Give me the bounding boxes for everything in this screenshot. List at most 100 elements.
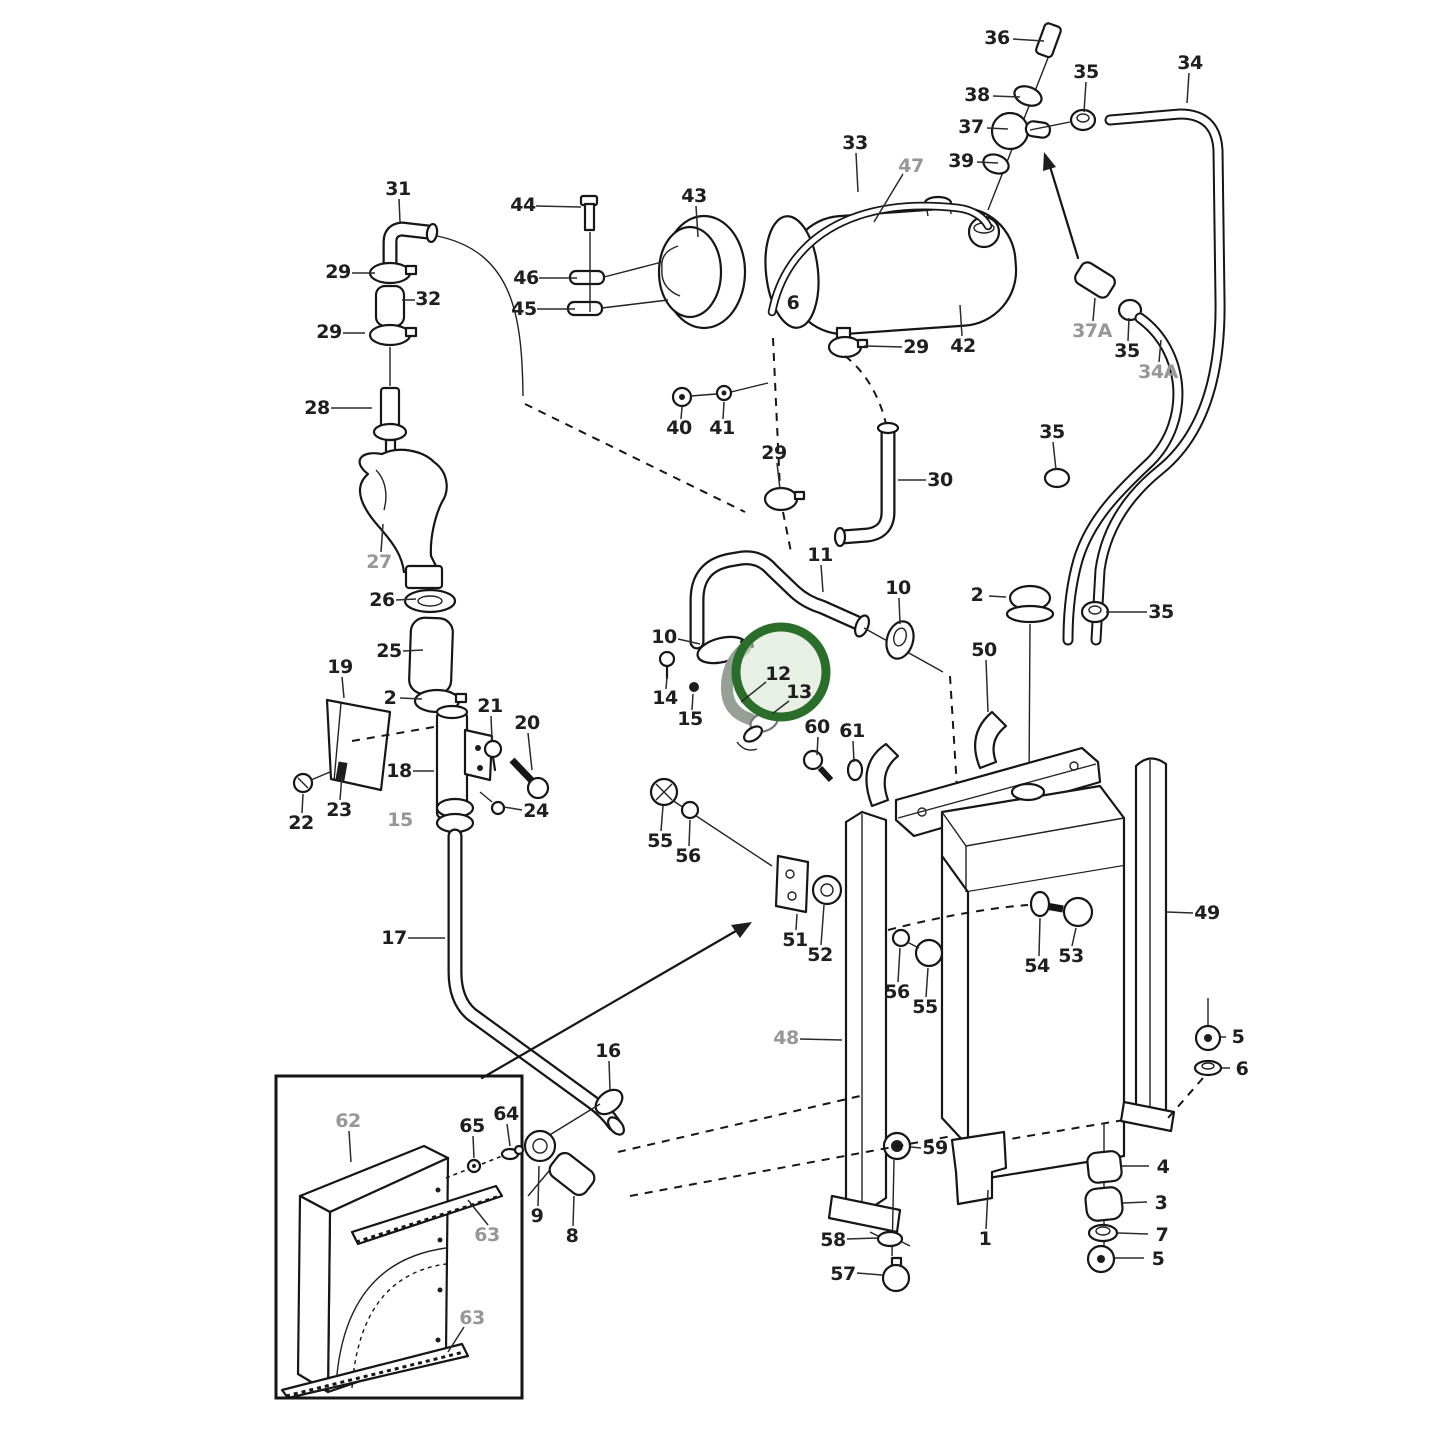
part-label-44[interactable]: 44 [510,194,536,216]
part-label-8[interactable]: 8 [565,1225,579,1247]
leader-line-65 [472,1135,475,1159]
part-label-5[interactable]: 5 [1231,1026,1245,1048]
part-label-64[interactable]: 64 [493,1103,519,1125]
part-label-55[interactable]: 55 [912,996,938,1018]
part-label-13[interactable]: 13 [786,681,812,703]
part-label-22[interactable]: 22 [288,812,314,834]
screw-22 [292,771,331,794]
part-label-41[interactable]: 41 [709,417,735,439]
leader-line-14 [665,675,668,690]
bracket-51 [774,854,810,914]
part-label-56[interactable]: 56 [884,981,910,1003]
part-label-29[interactable]: 29 [761,442,787,464]
part-label-42[interactable]: 42 [950,335,976,357]
part-label-57[interactable]: 57 [830,1263,856,1285]
part-label-35[interactable]: 35 [1114,340,1140,362]
part-label-50[interactable]: 50 [971,639,997,661]
part-label-30[interactable]: 30 [927,469,953,491]
part-label-28[interactable]: 28 [304,397,330,419]
part-label-60[interactable]: 60 [804,716,830,738]
part-label-15[interactable]: 15 [387,809,413,831]
part-label-40[interactable]: 40 [666,417,692,439]
part-label-16[interactable]: 16 [595,1040,621,1062]
leader-line-34A [1158,339,1162,363]
part-label-34[interactable]: 34 [1177,52,1203,74]
part-label-49[interactable]: 49 [1194,902,1220,924]
part-label-9[interactable]: 9 [530,1205,544,1227]
part-label-10[interactable]: 10 [651,626,677,648]
part-label-32[interactable]: 32 [415,288,441,310]
part-label-35[interactable]: 35 [1148,601,1174,623]
part-label-18[interactable]: 18 [386,760,412,782]
part-label-62[interactable]: 62 [335,1110,361,1132]
part-label-52[interactable]: 52 [807,944,833,966]
part-label-38[interactable]: 38 [964,84,990,106]
part-label-3[interactable]: 3 [1154,1192,1168,1214]
part-label-17[interactable]: 17 [381,927,407,949]
part-label-59[interactable]: 59 [922,1137,948,1159]
part-label-7[interactable]: 7 [1155,1224,1169,1246]
part-label-31[interactable]: 31 [385,178,411,200]
part-label-6[interactable]: 6 [786,292,800,314]
nut-41 [715,384,733,402]
part-label-63[interactable]: 63 [474,1224,500,1246]
leader-line-2 [988,595,1007,598]
part-label-19[interactable]: 19 [327,656,353,678]
part-label-56[interactable]: 56 [675,845,701,867]
part-label-6[interactable]: 6 [1235,1058,1249,1080]
leader-line-41 [722,401,725,420]
part-label-58[interactable]: 58 [820,1229,846,1251]
leader-line-10 [677,638,701,645]
part-label-2[interactable]: 2 [970,584,984,606]
part-label-37[interactable]: 37 [958,116,984,138]
part-label-29[interactable]: 29 [903,336,929,358]
part-label-63[interactable]: 63 [459,1307,485,1329]
part-label-26[interactable]: 26 [369,589,395,611]
part-label-29[interactable]: 29 [325,261,351,283]
part-label-14[interactable]: 14 [652,687,678,709]
part-label-54[interactable]: 54 [1024,955,1050,977]
part-label-24[interactable]: 24 [523,800,549,822]
part-label-39[interactable]: 39 [948,150,974,172]
part-label-45[interactable]: 45 [511,298,537,320]
part-label-5[interactable]: 5 [1151,1248,1165,1270]
part-label-1[interactable]: 1 [978,1228,992,1250]
leader-line-49 [1166,911,1194,914]
part-label-21[interactable]: 21 [477,695,503,717]
part-label-47[interactable]: 47 [898,155,924,177]
leader-line-55 [925,967,929,998]
part-label-4[interactable]: 4 [1156,1156,1170,1178]
part-label-51[interactable]: 51 [782,929,808,951]
part-label-36[interactable]: 36 [984,27,1010,49]
part-label-65[interactable]: 65 [459,1115,485,1137]
part-label-20[interactable]: 20 [514,712,540,734]
part-label-53[interactable]: 53 [1058,945,1084,967]
leader-line-55 [660,805,664,832]
part-label-2[interactable]: 2 [383,687,397,709]
part-label-37A[interactable]: 37A [1072,320,1112,342]
part-label-43[interactable]: 43 [681,185,707,207]
part-label-23[interactable]: 23 [326,799,352,821]
part-label-34A[interactable]: 34A [1138,361,1178,383]
part-label-35[interactable]: 35 [1039,421,1065,443]
part-label-12[interactable]: 12 [765,663,791,685]
part-label-48[interactable]: 48 [773,1027,799,1049]
leader-line-57 [856,1272,883,1276]
leader-line-21 [490,715,493,741]
part-label-25[interactable]: 25 [376,640,402,662]
side-channel-49 [1119,757,1176,1133]
part-label-15[interactable]: 15 [677,708,703,730]
bolt-57 [881,1256,911,1293]
part-label-11[interactable]: 11 [807,544,833,566]
part-label-55[interactable]: 55 [647,830,673,852]
part-label-27[interactable]: 27 [366,551,392,573]
part-label-29[interactable]: 29 [316,321,342,343]
part-label-33[interactable]: 33 [842,132,868,154]
part-label-10[interactable]: 10 [885,577,911,599]
part-label-61[interactable]: 61 [839,720,865,742]
part-label-35[interactable]: 35 [1073,61,1099,83]
part-label-46[interactable]: 46 [513,267,539,289]
leader-line-53 [1071,927,1077,947]
